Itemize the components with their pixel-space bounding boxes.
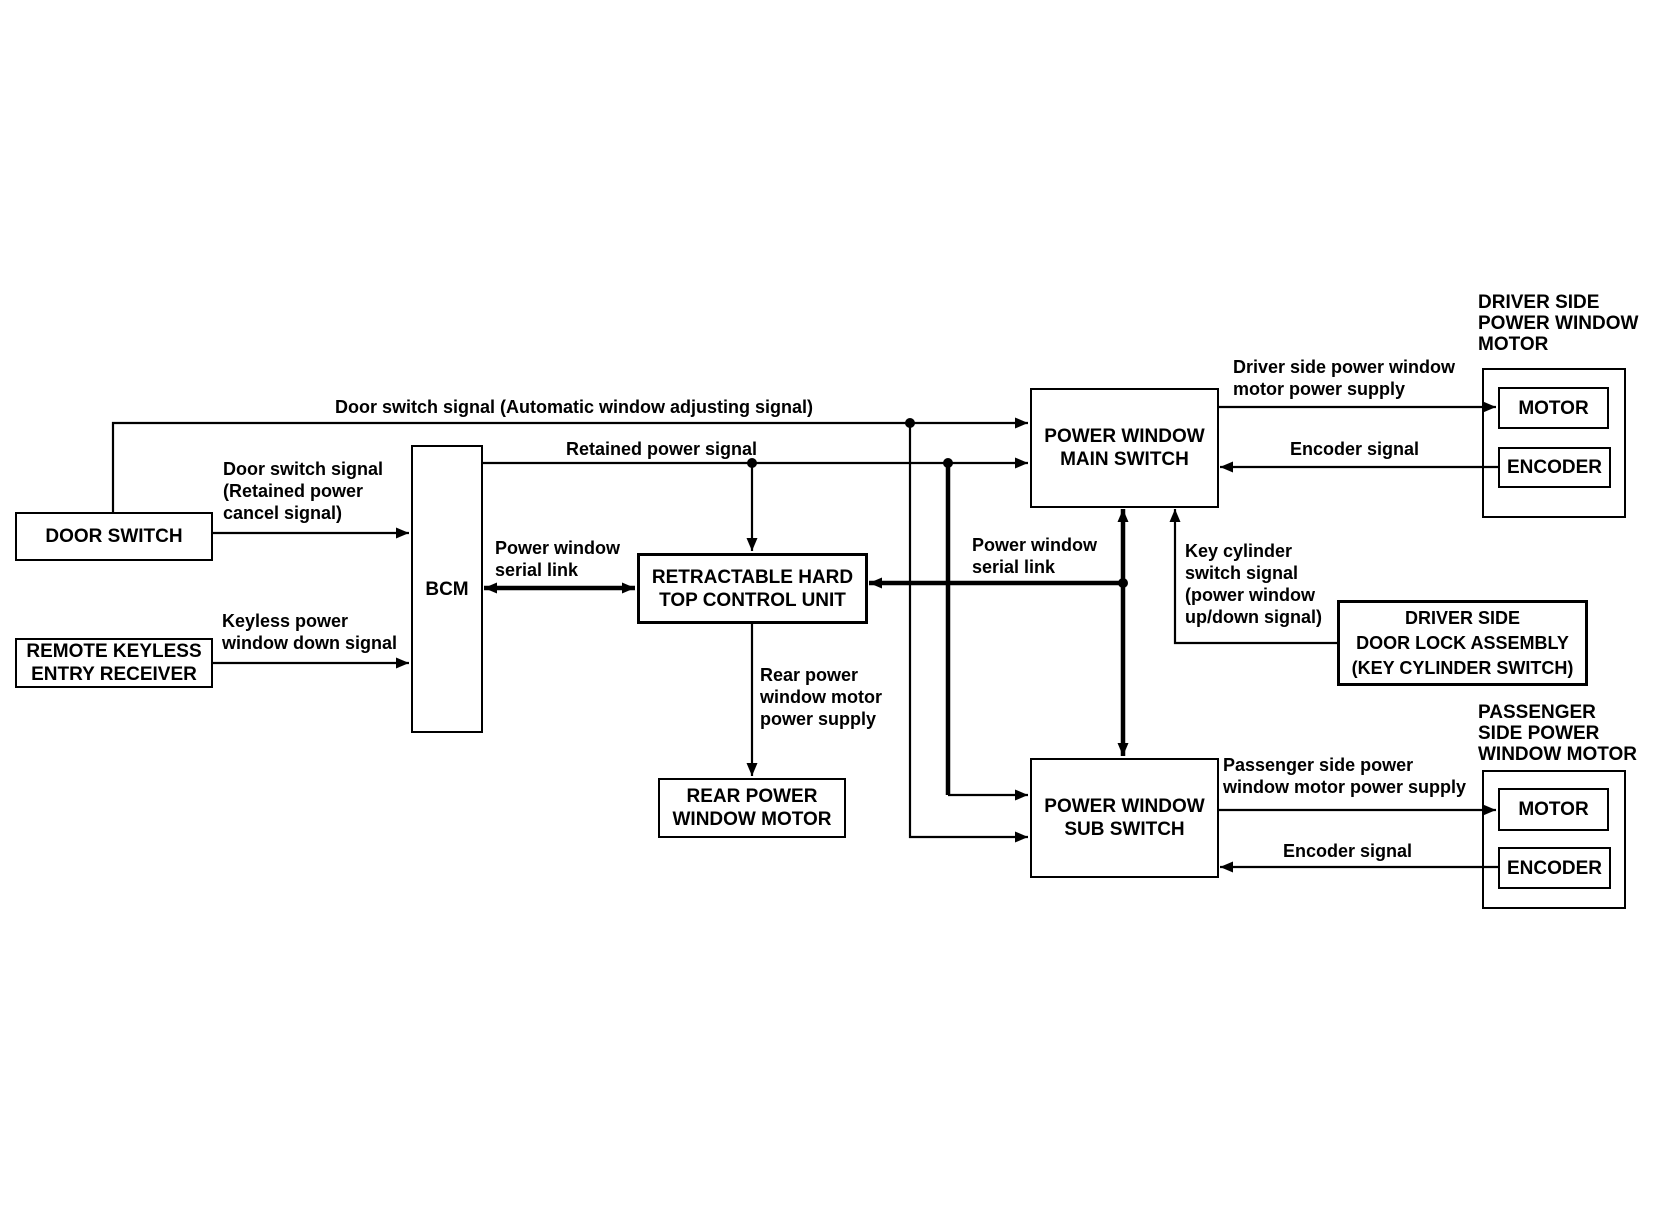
box-passenger-side-power-window-motor (1482, 770, 1626, 909)
box-driver-encoder: ENCODER (1498, 447, 1611, 488)
label-passenger-encoder-signal: Encoder signal (1283, 841, 1413, 861)
box-driver-motor: MOTOR (1498, 387, 1609, 429)
label-key-cylinder-switch-signal: Key cylinder switch signal (power window… (1185, 541, 1322, 627)
label-serial-link-left: Power window serial link (495, 538, 621, 580)
box-power-window-sub-switch: POWER WINDOW SUB SWITCH (1030, 758, 1219, 878)
title-passenger-side-power-window-motor: PASSENGER SIDE POWER WINDOW MOTOR (1478, 702, 1638, 765)
junction-dots (747, 418, 1128, 588)
box-bcm: BCM (411, 445, 483, 733)
label-door-switch-auto-signal: Door switch signal (Automatic window adj… (335, 397, 814, 417)
label-passenger-motor-power-supply: Passenger side power window motor power … (1223, 755, 1466, 797)
label-retained-power-signal: Retained power signal (566, 439, 758, 459)
box-retractable-hard-top-control-unit: RETRACTABLE HARD TOP CONTROL UNIT (637, 553, 868, 624)
label-driver-motor-power-supply: Driver side power window motor power sup… (1233, 357, 1456, 399)
box-driver-side-power-window-motor (1482, 368, 1626, 518)
box-power-window-main-switch: POWER WINDOW MAIN SWITCH (1030, 388, 1219, 508)
box-remote-keyless-entry-receiver: REMOTE KEYLESS ENTRY RECEIVER (15, 638, 213, 688)
line-door-switch-auto (111, 417, 1028, 512)
box-rear-power-window-motor: REAR POWER WINDOW MOTOR (658, 778, 846, 838)
label-rear-motor-power-supply: Rear power window motor power supply (760, 665, 882, 729)
line-key-cylinder (1169, 509, 1337, 645)
box-driver-side-door-lock-assembly: DRIVER SIDE DOOR LOCK ASSEMBLY (KEY CYLI… (1337, 600, 1588, 686)
box-door-switch: DOOR SWITCH (15, 512, 213, 561)
box-passenger-motor: MOTOR (1498, 788, 1609, 831)
label-driver-encoder-signal: Encoder signal (1290, 439, 1420, 459)
label-keyless-power-window-down-signal: Keyless power window down signal (222, 611, 397, 653)
label-door-switch-retained-cancel-signal: Door switch signal (Retained power cance… (223, 459, 384, 523)
label-serial-link-right: Power window serial link (972, 535, 1098, 577)
title-driver-side-power-window-motor: DRIVER SIDE POWER WINDOW MOTOR (1478, 292, 1639, 355)
line-door-switch-auto-to-sub (908, 423, 1028, 843)
box-passenger-encoder: ENCODER (1498, 847, 1611, 889)
